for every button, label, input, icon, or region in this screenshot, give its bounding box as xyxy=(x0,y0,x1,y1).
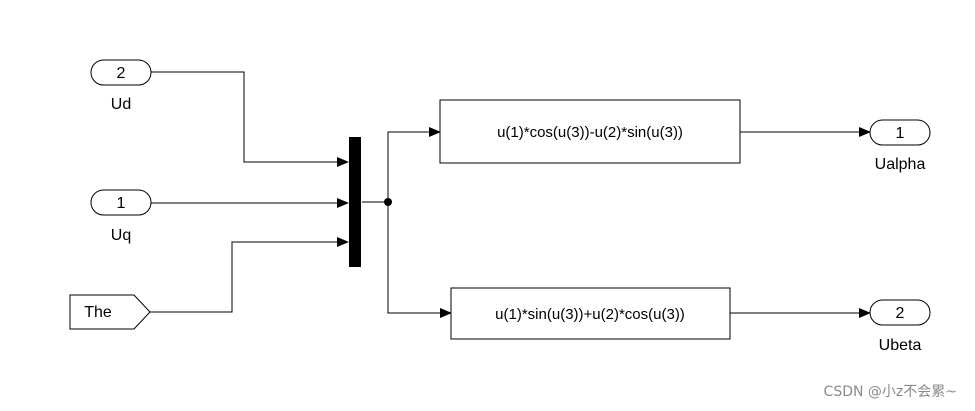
mux-block[interactable] xyxy=(349,137,361,267)
inport-uq[interactable]: 1 Uq xyxy=(90,189,152,244)
watermark: CSDN @小z不会累~ xyxy=(823,384,957,400)
fcn-block-beta[interactable]: u(1)*sin(u(3))+u(2)*cos(u(3)) xyxy=(450,287,731,340)
fcn-beta-expression: u(1)*sin(u(3))+u(2)*cos(u(3)) xyxy=(495,306,685,323)
branch-point xyxy=(384,198,392,206)
signal-ud xyxy=(151,71,349,167)
outport-ualpha[interactable]: 1 Ualpha xyxy=(869,119,931,173)
inport-uq-label: Uq xyxy=(111,227,131,244)
outport-ubeta-number: 2 xyxy=(896,305,905,322)
outport-ubeta-label: Ubeta xyxy=(879,337,922,354)
signal-the xyxy=(150,237,349,313)
inport-ud-label: Ud xyxy=(111,96,131,113)
from-tag-label: The xyxy=(84,304,112,321)
from-tag-the[interactable]: The xyxy=(69,294,151,330)
fcn-block-alpha[interactable]: u(1)*cos(u(3))-u(2)*sin(u(3)) xyxy=(439,99,741,164)
inport-ud[interactable]: 2 Ud xyxy=(90,59,152,113)
signal-to-fcn1 xyxy=(387,127,441,202)
outport-ualpha-number: 1 xyxy=(896,125,905,142)
fcn-alpha-expression: u(1)*cos(u(3))-u(2)*sin(u(3)) xyxy=(497,124,683,141)
outport-ubeta[interactable]: 2 Ubeta xyxy=(869,299,931,354)
inport-uq-number: 1 xyxy=(117,195,126,212)
inport-ud-number: 2 xyxy=(117,65,126,82)
outport-ualpha-label: Ualpha xyxy=(875,156,926,173)
signal-to-fcn2 xyxy=(387,202,452,318)
